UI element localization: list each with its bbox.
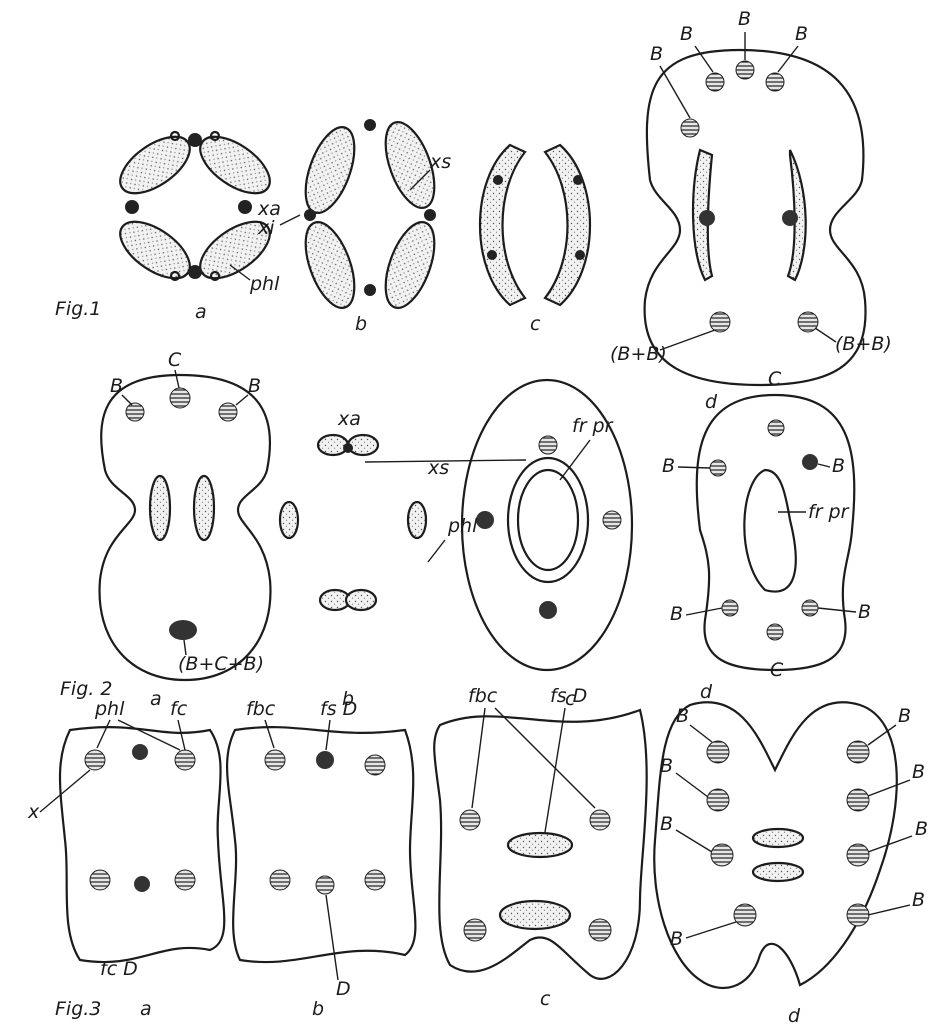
fig3-b-fbc-leader [265, 720, 274, 748]
fig3-c-fsD-leader [545, 708, 565, 832]
fig3-panel-c-letter: c [540, 988, 551, 1010]
fig3-a-label-phl: phl [94, 698, 125, 720]
fig2-panel-a [100, 375, 271, 680]
fig3-a-label-fc: fc [170, 698, 188, 720]
fig3-d-label-B-4: B [670, 928, 683, 950]
fig3-panel-a-letter: a [140, 998, 152, 1020]
fig1-d-label-BB-right: (B+B) [835, 333, 892, 355]
fig3-d-label-B-6: B [912, 761, 925, 783]
fig3-a-fc-leader [178, 720, 185, 750]
fig3-c-label-fbc: fbc [468, 685, 498, 707]
fig3-a-label-fcD: fc D [100, 958, 138, 980]
fig2-a-label-C: C [168, 349, 182, 371]
fig3-d-label-B-8: B [912, 889, 925, 911]
fig3-b-label-fbc: fbc [246, 698, 276, 720]
fig2-d-label-B-left: B [662, 455, 675, 477]
fig2-panel-a-letter: a [150, 688, 162, 710]
fig2-d-B-right-leader [818, 464, 830, 467]
fig1-d-B1-leader [660, 66, 690, 118]
fig1-d-label-B2: B [680, 23, 693, 45]
fig3-d-label-B-1: B [676, 705, 689, 727]
fig3-b-label-fsD: fs D [320, 698, 357, 720]
fig3-d-B-1-leader [690, 725, 712, 742]
fig1-panel-b-letter: b [355, 313, 367, 335]
fig1-d-label-B4: B [795, 23, 808, 45]
fig3-d-label-B-3: B [660, 813, 673, 835]
fig2-d-label-B-right: B [832, 455, 845, 477]
fig2-d-label-C-top: C [768, 368, 782, 390]
fig1-d-label-BB-left: (B+B) [610, 343, 667, 365]
fig3-b-fsD-leader [326, 720, 330, 750]
fig3-d-B-3-leader [676, 830, 712, 852]
fig3-a-phl-leader [97, 720, 110, 748]
fig3-c-label-fsD: fs D [550, 685, 587, 707]
fig1-panel-a [111, 126, 279, 290]
fig2-b-xs-leader [365, 460, 526, 462]
fig1-d-B4-leader [778, 46, 798, 72]
fig2-caption: Fig. 2 [60, 678, 112, 700]
fig2-c-label-phl: phl [447, 515, 478, 537]
fig1-panel-b [296, 116, 444, 314]
fig2-d-label-B-lower-right: B [858, 601, 871, 623]
fig3-panel-d [654, 702, 897, 988]
fig3-b-label-D: D [336, 978, 351, 1000]
fig3-d-B-2-leader [676, 773, 708, 797]
fig2-c-phl-leader [428, 540, 445, 562]
fig2-d-B-left-leader [678, 467, 710, 468]
fig1-xa-leader [280, 215, 300, 225]
fig1-panel-c-letter: c [530, 313, 541, 335]
fig3-d-label-B-2: B [660, 755, 673, 777]
fig2-panel-d-letter: d [700, 681, 713, 703]
fig2-a-B-left-leader [122, 395, 132, 405]
fig2-a-label-BCB: (B+C+B) [178, 653, 264, 675]
fig1-d-BB-left-leader [660, 330, 715, 350]
fig2-b-label-xa: xa [337, 408, 361, 430]
fig2-a-label-B-right: B [248, 375, 261, 397]
fig2-c-label-frpr: fr pr [572, 415, 614, 437]
fig3-d-B-4-leader [686, 922, 736, 938]
fig3-a-x-leader [40, 770, 90, 812]
fig1-label-xi: xi [257, 217, 275, 239]
fig3-a-phl-leader-2 [118, 720, 180, 750]
fig1-panel-c [480, 145, 590, 305]
fig1-panel-a-letter: a [195, 301, 207, 323]
fig3-c-fbc-leader-right [495, 708, 595, 808]
fig1-d-label-B1: B [650, 43, 663, 65]
fig3-b-D-leader [326, 895, 338, 980]
fig3-d-label-B-7: B [915, 818, 928, 840]
fig3-d-B-8-leader [868, 905, 910, 915]
fig2-d-B-lower-right-leader [818, 608, 856, 612]
fig2-d-B-lower-left-leader [686, 608, 722, 615]
fig3-panel-a [60, 727, 224, 962]
fig2-a-C-leader [175, 370, 179, 388]
fig2-a-B-right-leader [236, 395, 248, 405]
fig3-panel-b-letter: b [312, 998, 324, 1020]
fig3-a-label-x: x [27, 801, 40, 823]
fig1-d-label-B3: B [738, 8, 751, 30]
fig1-caption: Fig.1 [55, 298, 101, 320]
fig2-d-label-B-lower-left: B [670, 603, 683, 625]
fig3-c-fbc-leader-left [472, 708, 485, 808]
fig2-panel-d [697, 395, 855, 670]
fig3-caption: Fig.3 [55, 998, 101, 1020]
fig3-panel-d-letter: d [788, 1005, 801, 1027]
fig1-d-B2-leader [695, 46, 713, 72]
fig1-panel-d [645, 50, 866, 385]
fig1-label-phl: phl [249, 273, 280, 295]
fig1-panel-d-letter: d [705, 391, 718, 413]
fig3-panel-b [227, 727, 415, 962]
fig2-d-label-frpr: fr pr [808, 501, 850, 523]
fig3-d-label-B-5: B [898, 705, 911, 727]
fig2-a-label-B-left: B [110, 375, 123, 397]
fig1-d-BB-right-leader [815, 328, 836, 342]
fig3-panel-c [434, 710, 646, 979]
fig3-d-B-6-leader [868, 780, 910, 796]
fig1-label-xs: xs [429, 151, 451, 173]
fig2-d-label-C-bottom: C [770, 659, 784, 681]
